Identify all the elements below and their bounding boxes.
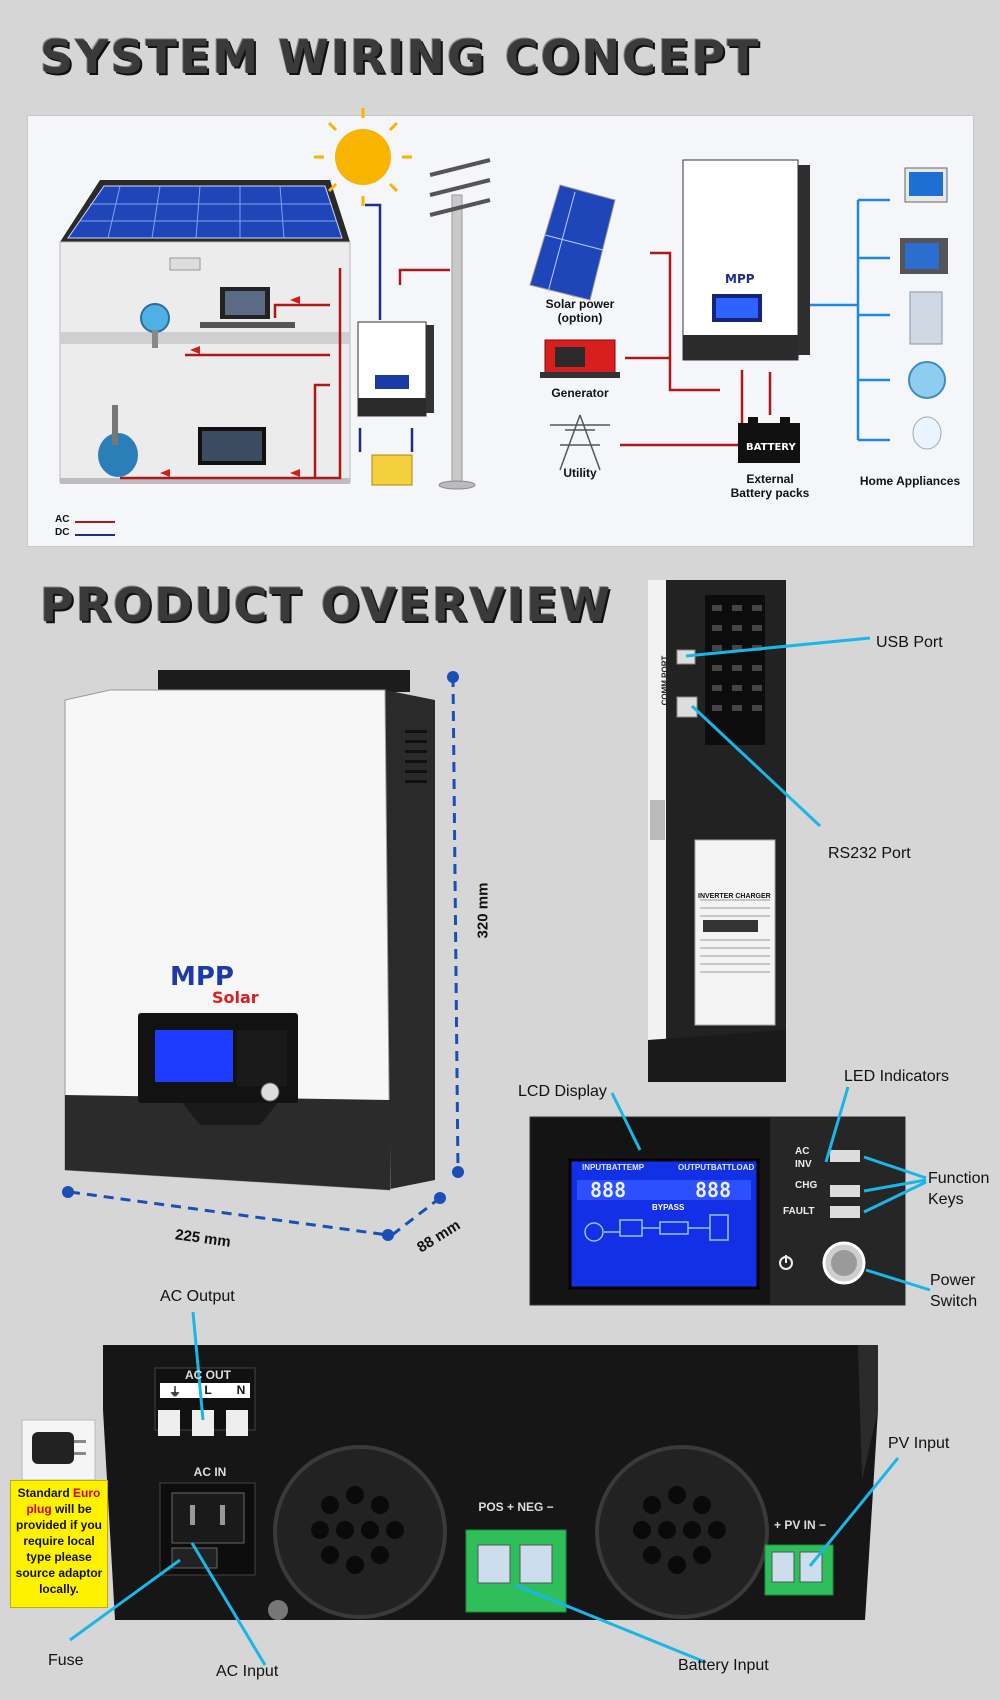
generator-icon: [540, 339, 620, 378]
svg-text:Solar: Solar: [212, 988, 259, 1007]
side-inverter-view: [648, 580, 786, 1082]
pos-neg-plate: POS + NEG −: [478, 1500, 554, 1514]
front-inverter: MPP Solar: [64, 670, 435, 1191]
pv-input-label: PV Input: [888, 1435, 950, 1452]
battery-icon: BATTERY: [738, 372, 800, 463]
svg-text:MPP: MPP: [725, 272, 755, 286]
ac-out-plate: AC OUT: [185, 1368, 231, 1382]
led-label-inv: INV: [795, 1159, 812, 1170]
arrows-house: [160, 296, 300, 477]
lcd-bypass: BYPASS: [652, 1203, 685, 1212]
battery-input-label: Battery Input: [678, 1657, 769, 1674]
led-indicators-label: LED Indicators: [844, 1068, 949, 1085]
lcd-display-label: LCD Display: [518, 1083, 607, 1100]
battery-caption: External Battery packs: [730, 472, 810, 500]
wiring-heading: SYSTEM WIRING CONCEPT: [40, 30, 761, 84]
ac-out-term-n: N: [236, 1383, 246, 1397]
source-solar-label: Solar power (option): [545, 297, 615, 325]
power-switch-label-2: Switch: [930, 1293, 978, 1310]
source-utility-label: Utility: [563, 466, 597, 480]
fuse-label: Fuse: [48, 1652, 84, 1669]
rs232-port-label: RS232 Port: [828, 845, 911, 862]
inverter-label-sticker-title: INVERTER CHARGER: [698, 893, 771, 900]
utility-pole-icon: [429, 158, 491, 490]
sun-icon: [314, 108, 412, 206]
source-generator-label: Generator: [551, 386, 609, 400]
overview-heading: PRODUCT OVERVIEW: [40, 578, 613, 632]
appliances-caption: Home Appliances: [859, 474, 961, 488]
appliance-bus: [810, 198, 890, 442]
pv-in-plate: + PV IN −: [773, 1518, 827, 1532]
dimension-lines: [69, 676, 460, 1237]
side-callouts: [685, 636, 871, 828]
svg-text:BATTERY: BATTERY: [746, 442, 796, 453]
utility-tower-icon: [550, 414, 610, 471]
power-switch-label-1: Power: [930, 1272, 976, 1289]
ac-input-label: AC Input: [216, 1663, 279, 1680]
legend-lines: [75, 521, 115, 536]
panel-callouts: [610, 1086, 931, 1292]
main-inverter-icon: MPP: [682, 159, 810, 361]
ac-out-term-ground: ⏚: [168, 1385, 181, 1399]
euro-plug-note: Standard Euro plug will be provided if y…: [10, 1480, 108, 1608]
dimension-height: 320 mm: [474, 882, 492, 939]
lcd-top-left: INPUTBATTEMP: [582, 1163, 645, 1172]
usb-port-label: USB Port: [876, 634, 943, 651]
lcd-top-right: OUTPUTBATTLOAD: [678, 1163, 755, 1172]
ac-output-label: AC Output: [160, 1288, 235, 1305]
solar-panel-icon: [529, 184, 616, 301]
bottom-connector-panel: [21, 1345, 878, 1620]
lcd-digits-right: 888: [695, 1178, 732, 1202]
comm-port-label: COMM PORT: [660, 655, 670, 706]
svg-text:MPP: MPP: [170, 962, 234, 992]
function-keys-label-2: Keys: [928, 1191, 964, 1208]
led-label-fault: FAULT: [783, 1206, 815, 1217]
house-illustration: [59, 180, 351, 484]
control-panel-closeup: [529, 1116, 906, 1306]
house-inverter-icon: [357, 321, 434, 486]
ac-out-term-l: L: [204, 1383, 212, 1397]
bottom-callouts: [69, 1311, 900, 1666]
house-wiring: [120, 203, 450, 480]
ac-in-plate: AC IN: [193, 1465, 227, 1479]
appliance-icons: [900, 167, 948, 450]
legend-ac: AC: [55, 514, 70, 525]
legend-dc: DC: [55, 527, 70, 538]
led-label-chg: CHG: [795, 1180, 818, 1191]
function-keys-label-1: Function: [928, 1170, 990, 1187]
led-label-ac: AC: [795, 1146, 810, 1157]
lcd-digits-left: 888: [590, 1178, 627, 1202]
